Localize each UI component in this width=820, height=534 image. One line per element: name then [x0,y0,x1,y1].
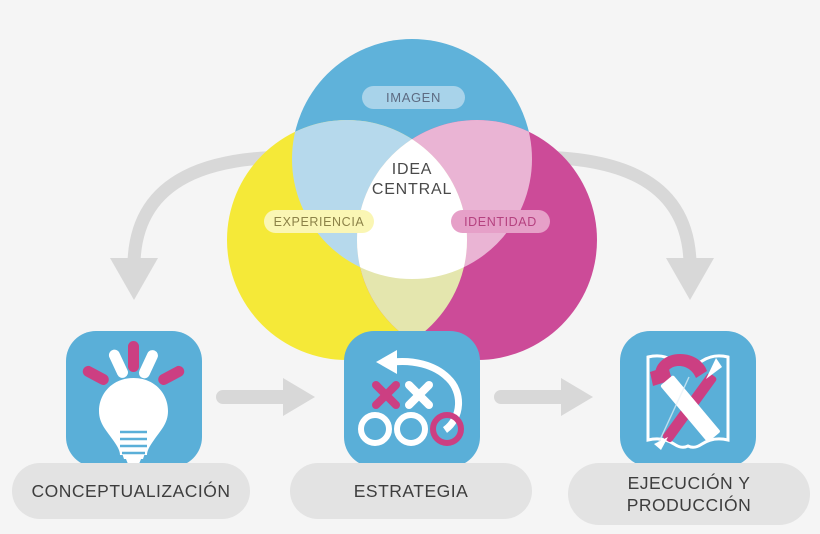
step-tile-conceptualizacion[interactable] [66,331,202,467]
step-tile-ejecucion[interactable] [620,331,756,467]
step-tile-estrategia[interactable] [344,331,480,467]
arrow-right-icon [216,378,315,416]
lightbulb-icon [82,341,185,464]
hammer-pencil-icon [646,354,730,450]
pencil-shape [654,358,722,450]
strategy-playbook-icon [358,350,464,446]
arrow-right-icon [494,378,593,416]
